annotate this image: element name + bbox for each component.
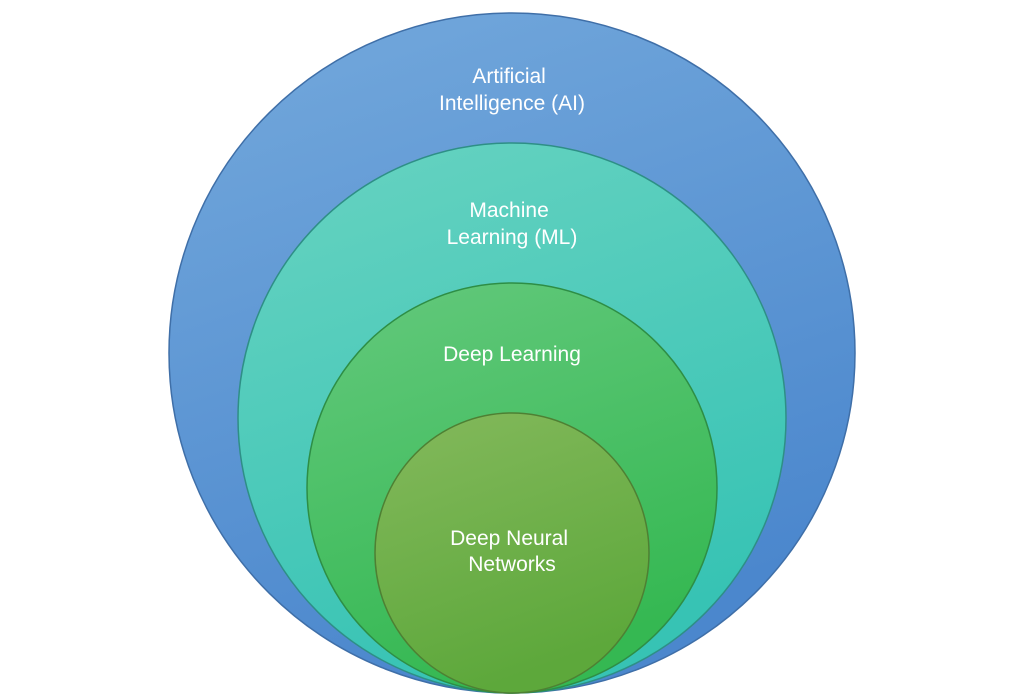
dl-label-line-1: Deep Learning <box>443 343 581 366</box>
dnn-label-line-2: Networks <box>468 553 556 576</box>
ml-label-line-2: Learning (ML) <box>447 226 578 249</box>
dnn-label-line-1: Deep Neural <box>450 527 568 550</box>
dnn-circle <box>374 412 650 694</box>
ai-label-line-2: Intelligence (AI) <box>439 92 585 115</box>
ml-label: Machine Learning (ML) <box>447 199 578 249</box>
dl-label: Deep Learning <box>443 343 581 366</box>
ml-label-line-1: Machine <box>469 199 548 222</box>
ai-label: Artificial Intelligence (AI) <box>439 65 585 115</box>
ai-label-line-1: Artificial <box>472 65 546 88</box>
dnn-label: Deep Neural Networks <box>450 527 574 576</box>
dnn-layer: Deep Neural Networks <box>374 412 650 694</box>
